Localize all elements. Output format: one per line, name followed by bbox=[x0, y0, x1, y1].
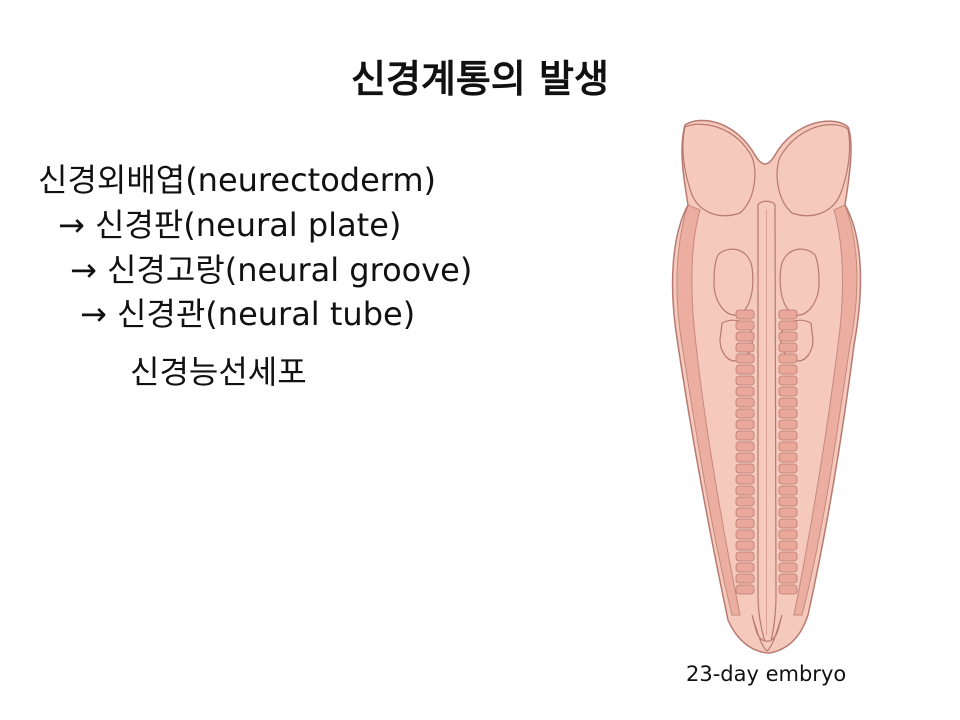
forebrain-right bbox=[776, 124, 851, 217]
somite-left bbox=[735, 551, 755, 562]
embryo-right-edge bbox=[793, 204, 858, 616]
bullet-neural-crest-cells: 신경능선세포 bbox=[130, 353, 307, 391]
midbrain-right bbox=[779, 248, 820, 316]
caudal-end bbox=[751, 614, 783, 652]
bullet-neural-plate: → 신경판(neural plate) bbox=[58, 206, 402, 244]
somite-right bbox=[778, 540, 798, 551]
somite-right bbox=[778, 375, 798, 386]
somite-right bbox=[778, 364, 798, 375]
somite-right bbox=[778, 551, 798, 562]
somite-right bbox=[778, 584, 798, 595]
somite-right bbox=[778, 562, 798, 573]
bullet-neurectoderm: 신경외배엽(neurectoderm) bbox=[38, 161, 437, 199]
somite-right bbox=[778, 397, 798, 408]
somite-right bbox=[778, 474, 798, 485]
somite-left bbox=[735, 375, 755, 386]
somite-left bbox=[735, 419, 755, 430]
forebrain-left bbox=[682, 123, 756, 217]
somite-right bbox=[778, 518, 798, 529]
somite-right bbox=[778, 419, 798, 430]
somite-right bbox=[778, 309, 798, 320]
somite-left bbox=[735, 331, 755, 342]
embryo-left-edge bbox=[676, 204, 741, 616]
figure-caption: 23-day embryo bbox=[686, 662, 847, 686]
somite-right bbox=[778, 331, 798, 342]
somite-left bbox=[735, 452, 755, 463]
somite-right bbox=[778, 496, 798, 507]
somite-left bbox=[735, 364, 755, 375]
somite-left bbox=[735, 540, 755, 551]
somite-left bbox=[735, 320, 755, 331]
somite-left bbox=[735, 441, 755, 452]
somite-left bbox=[735, 562, 755, 573]
somite-left bbox=[735, 496, 755, 507]
somite-right bbox=[778, 441, 798, 452]
somite-left bbox=[735, 529, 755, 540]
somite-right bbox=[778, 342, 798, 353]
midbrain-left bbox=[713, 248, 754, 316]
slide-title: 신경계통의 발생 bbox=[351, 57, 609, 101]
somite-left bbox=[735, 342, 755, 353]
somites bbox=[735, 309, 798, 595]
somite-right bbox=[778, 485, 798, 496]
somite-left bbox=[735, 584, 755, 595]
somite-left bbox=[735, 430, 755, 441]
somite-right bbox=[778, 507, 798, 518]
somite-right bbox=[778, 408, 798, 419]
somite-left bbox=[735, 485, 755, 496]
somite-left bbox=[735, 573, 755, 584]
bullet-neural-groove: → 신경고랑(neural groove) bbox=[70, 251, 473, 289]
somite-right bbox=[778, 573, 798, 584]
somite-right bbox=[778, 386, 798, 397]
bullet-neural-tube: → 신경관(neural tube) bbox=[80, 295, 416, 333]
somite-left bbox=[735, 463, 755, 474]
somite-left bbox=[735, 309, 755, 320]
somite-left bbox=[735, 474, 755, 485]
somite-left bbox=[735, 353, 755, 364]
somite-right bbox=[778, 452, 798, 463]
somite-left bbox=[735, 518, 755, 529]
embryo-illustration bbox=[671, 119, 862, 654]
somite-left bbox=[735, 408, 755, 419]
somite-right bbox=[778, 529, 798, 540]
somite-right bbox=[778, 463, 798, 474]
somite-right bbox=[778, 353, 798, 364]
somite-right bbox=[778, 430, 798, 441]
somite-right bbox=[778, 320, 798, 331]
somite-left bbox=[735, 397, 755, 408]
somite-left bbox=[735, 507, 755, 518]
somite-left bbox=[735, 386, 755, 397]
neural-tube bbox=[757, 200, 777, 652]
